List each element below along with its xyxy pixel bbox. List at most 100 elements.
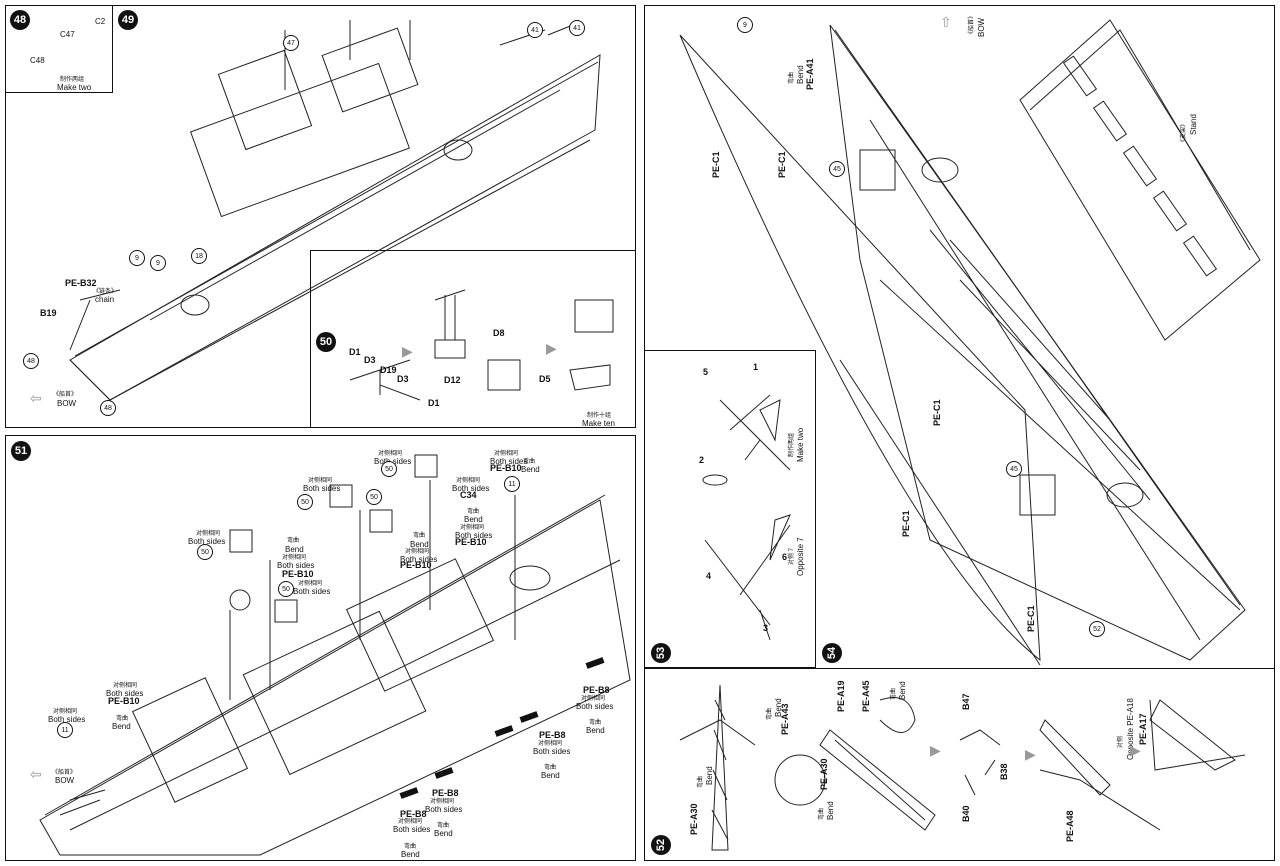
bend-52c: Bend <box>898 681 907 700</box>
pe-b10-1: PE-B10 <box>282 569 314 579</box>
both-sides-cn-13: 对侧相同 <box>430 799 455 805</box>
part-50a: 50 <box>197 544 213 560</box>
part-d5: D5 <box>539 374 551 384</box>
bend-cn-8: 弯曲 <box>544 765 557 771</box>
bend-cn-6: 弯曲 <box>404 844 417 850</box>
opposite-cn-52: 对侧 <box>1118 735 1124 748</box>
part-50e: 50 <box>381 461 397 477</box>
part-9b: 9 <box>150 255 166 271</box>
bend-cn-2: 弯曲 <box>413 533 426 539</box>
stand <box>1019 19 1261 341</box>
bow-51: BOW <box>55 776 75 785</box>
part-b47: B47 <box>961 693 971 710</box>
part-2: 2 <box>699 455 705 465</box>
bend-4: Bend <box>521 465 540 474</box>
pe-c1-b: PE-C1 <box>777 151 787 178</box>
panel-48 <box>5 5 113 93</box>
part-c48: C48 <box>30 56 45 65</box>
pe-a30-b: PE-A30 <box>819 758 829 790</box>
both-sides-2: Both sides <box>277 561 315 570</box>
bend-3: Bend <box>464 515 483 524</box>
arrow-50a: ▶ <box>402 343 413 359</box>
both-sides-cn-7: 对侧相同 <box>456 478 481 484</box>
stand-label: Stand <box>1189 114 1198 135</box>
bend-1: Bend <box>285 545 304 554</box>
opposite-53: Opposite 7 <box>796 537 805 576</box>
arrow-52a: ▶ <box>930 742 941 758</box>
chain-label: chain <box>95 295 115 304</box>
bend-8: Bend <box>541 771 560 780</box>
part-4: 4 <box>706 571 712 581</box>
part-c2: C2 <box>95 17 106 26</box>
bend-52a: Bend <box>705 766 714 785</box>
stand-cn: 《支架》 <box>1181 120 1187 145</box>
part-d1a: D1 <box>349 347 361 357</box>
bow-cn-49: 《船首》 <box>53 392 78 398</box>
arrow-50b: ▶ <box>546 340 557 356</box>
part-45a: 45 <box>829 161 845 177</box>
pe-b32: PE-B32 <box>65 278 97 288</box>
panel-53 <box>644 350 816 668</box>
make-two-53: Make two <box>796 427 805 462</box>
part-41b: 41 <box>569 20 585 36</box>
part-50d: 50 <box>366 489 382 505</box>
crane-arm-1 <box>819 729 936 831</box>
pe-b8-1: PE-B8 <box>400 809 427 819</box>
step-54-number: 54 <box>822 643 842 663</box>
bow-cn-51: 《船首》 <box>52 770 77 776</box>
bend-cn-1: 弯曲 <box>287 538 300 544</box>
part-48b: 48 <box>100 400 116 416</box>
pe-b8-3: PE-B8 <box>539 730 566 740</box>
both-sides-cn-15: 对侧相同 <box>581 696 606 702</box>
bend-54: Bend <box>796 65 805 84</box>
bend-52d: Bend <box>826 801 835 820</box>
part-50b: 50 <box>278 581 294 597</box>
both-sides-12: Both sides <box>393 825 431 834</box>
part-18: 18 <box>191 248 207 264</box>
part-d12: D12 <box>444 375 461 385</box>
part-5: 5 <box>703 367 709 377</box>
aircraft-top <box>719 394 791 471</box>
part-6: 6 <box>782 552 788 562</box>
panel-51 <box>5 435 636 861</box>
crane-arm-2 <box>1039 719 1111 796</box>
pe-b8-2: PE-B8 <box>432 788 459 798</box>
part-b38: B38 <box>999 763 1009 780</box>
pe-b10-2: PE-B10 <box>400 560 432 570</box>
pe-c1-c: PE-C1 <box>932 399 942 426</box>
both-sides-7: Both sides <box>452 484 490 493</box>
aircraft-bottom <box>704 524 791 641</box>
bend-7: Bend <box>434 829 453 838</box>
part-11a: 11 <box>504 476 520 492</box>
part-45b: 45 <box>1006 461 1022 477</box>
part-3: 3 <box>763 623 769 633</box>
both-sides-cn-9: 对侧相同 <box>494 451 519 457</box>
bend-cn-9: 弯曲 <box>589 720 602 726</box>
both-sides-3: Both sides <box>293 587 331 596</box>
both-sides-cn-8: 对侧相同 <box>460 525 485 531</box>
bow-arrow-49: ⇦ <box>30 390 42 406</box>
arrow-52b: ▶ <box>1025 746 1036 762</box>
bow-arrow-54: ⇧ <box>940 14 952 30</box>
both-sides-cn-10: 对侧相同 <box>113 683 138 689</box>
pe-a41: PE-A41 <box>805 58 815 90</box>
part-47: 47 <box>283 35 299 51</box>
pe-c1-a: PE-C1 <box>711 151 721 178</box>
bow-54: BOW <box>977 17 986 37</box>
make-ten: Make ten <box>582 419 615 428</box>
hull-54 <box>829 24 1246 661</box>
both-sides-4: Both sides <box>303 484 341 493</box>
part-9-54: 9 <box>737 17 753 33</box>
part-b40: B40 <box>961 805 971 822</box>
step-48-number: 48 <box>10 10 30 30</box>
part-1: 1 <box>753 362 759 372</box>
part-d1b: D1 <box>428 398 440 408</box>
pe-b10-5: PE-B10 <box>108 696 140 706</box>
hull-51 <box>39 499 631 856</box>
part-11b: 11 <box>57 722 73 738</box>
part-41a: 41 <box>527 22 543 38</box>
part-b19: B19 <box>40 308 57 318</box>
both-sides-8: Both sides <box>455 531 493 540</box>
crane-mast <box>711 684 729 851</box>
